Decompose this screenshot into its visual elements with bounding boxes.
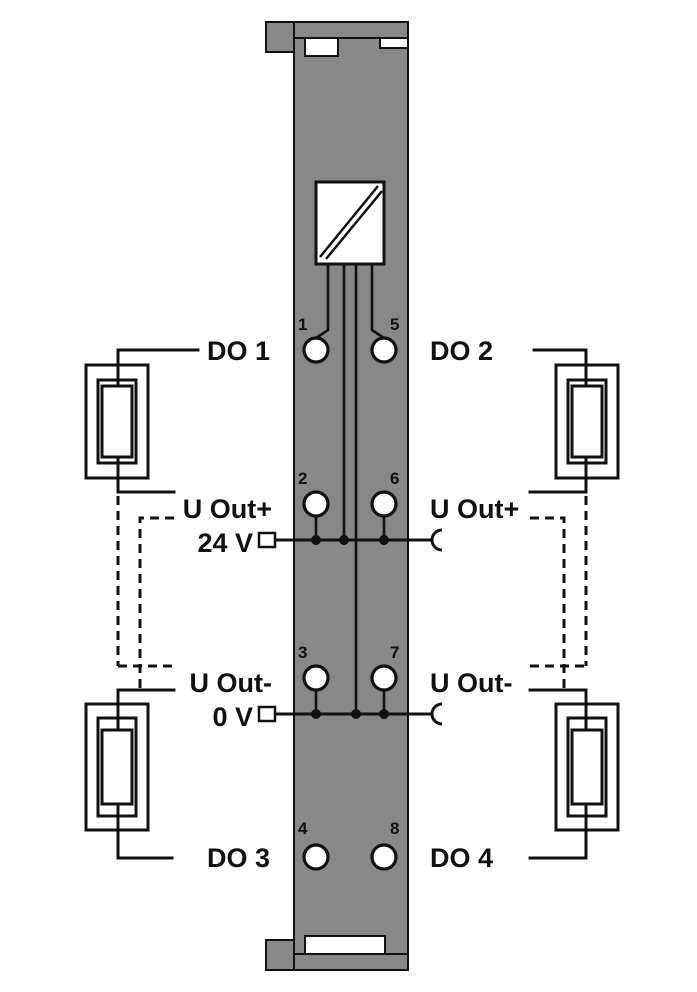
- terminal-7-number: 7: [390, 643, 399, 662]
- terminal-1-number: 1: [298, 315, 307, 334]
- terminal-2-number: 2: [298, 469, 307, 488]
- load-do2-wire-top: [532, 348, 588, 367]
- junction-24v-a: [311, 535, 321, 545]
- isolation-block: [314, 180, 386, 266]
- terminal-6-number: 6: [390, 469, 399, 488]
- label-24v: 24 V: [197, 528, 253, 558]
- terminal-6: [370, 490, 398, 518]
- load-do1-wire-top: [116, 348, 200, 367]
- bottom-clip-tab: [265, 939, 295, 971]
- terminal-4: [302, 843, 330, 871]
- terminal-3-number: 3: [298, 643, 307, 662]
- label-do3: DO 3: [207, 843, 270, 873]
- junction-24v-b: [339, 535, 349, 545]
- load-do3-wire-top: [116, 688, 176, 706]
- dash-right-inner: [530, 516, 566, 688]
- terminal-8: [370, 843, 398, 871]
- labels: DO 1 DO 2 U Out+ 24 V U Out+ U Out- 0 V …: [183, 336, 520, 873]
- terminal-2: [302, 490, 330, 518]
- junction-0v-b: [351, 709, 361, 719]
- label-do2: DO 2: [430, 336, 493, 366]
- label-do4: DO 4: [430, 843, 493, 873]
- top-clip-notch: [304, 37, 339, 57]
- connector-24v-left: [257, 531, 277, 549]
- optional-wiring: [116, 496, 588, 688]
- load-do1-resistor: [100, 384, 134, 459]
- label-0v: 0 V: [212, 702, 253, 732]
- junction-0v-c: [379, 709, 389, 719]
- terminal-1: [302, 336, 330, 364]
- internal-wiring: [257, 264, 443, 726]
- label-u-out-minus-left: U Out-: [190, 668, 272, 698]
- junction-0v-a: [311, 709, 321, 719]
- label-u-out-plus-right: U Out+: [430, 494, 519, 524]
- load-do3-wire-bottom: [116, 828, 174, 860]
- terminal-3: [302, 664, 330, 692]
- label-do1: DO 1: [207, 336, 270, 366]
- load-do2-resistor: [570, 384, 604, 459]
- top-clip-notch-right: [379, 37, 409, 49]
- load-do3: [84, 688, 176, 860]
- load-do2-wire-bottom: [528, 476, 588, 494]
- load-do2: [528, 348, 620, 494]
- load-do4-wire-bottom: [528, 828, 588, 860]
- load-do1-wire-bottom: [116, 476, 176, 494]
- load-do1: [84, 348, 200, 494]
- junction-24v-c: [379, 535, 389, 545]
- label-u-out-plus-left: U Out+: [183, 494, 272, 524]
- load-do4-wire-top: [528, 688, 588, 706]
- terminal-8-number: 8: [390, 819, 399, 838]
- label-u-out-minus-right: U Out-: [430, 668, 512, 698]
- load-do3-resistor: [100, 728, 134, 806]
- load-do4-resistor: [570, 728, 604, 806]
- connector-24v-right: [430, 528, 443, 552]
- wire-to-terminal-5: [370, 264, 385, 340]
- terminal-7: [370, 664, 398, 692]
- dash-left-inner: [138, 516, 174, 688]
- isolation-diagonal-1: [319, 185, 379, 258]
- top-clip-tab: [265, 21, 295, 53]
- isolation-diagonal-2: [325, 190, 383, 260]
- connector-0v-left: [257, 705, 277, 723]
- terminals: 1 5 2 6 3 7 4 8: [298, 315, 399, 871]
- terminal-4-number: 4: [298, 819, 308, 838]
- wire-to-terminal-1: [315, 264, 330, 340]
- isolation-box: [314, 180, 386, 266]
- terminal-5: [370, 336, 398, 364]
- connector-0v-right: [430, 702, 443, 726]
- terminal-5-number: 5: [390, 315, 399, 334]
- bottom-clip-notch: [304, 935, 386, 955]
- load-do4: [528, 688, 620, 860]
